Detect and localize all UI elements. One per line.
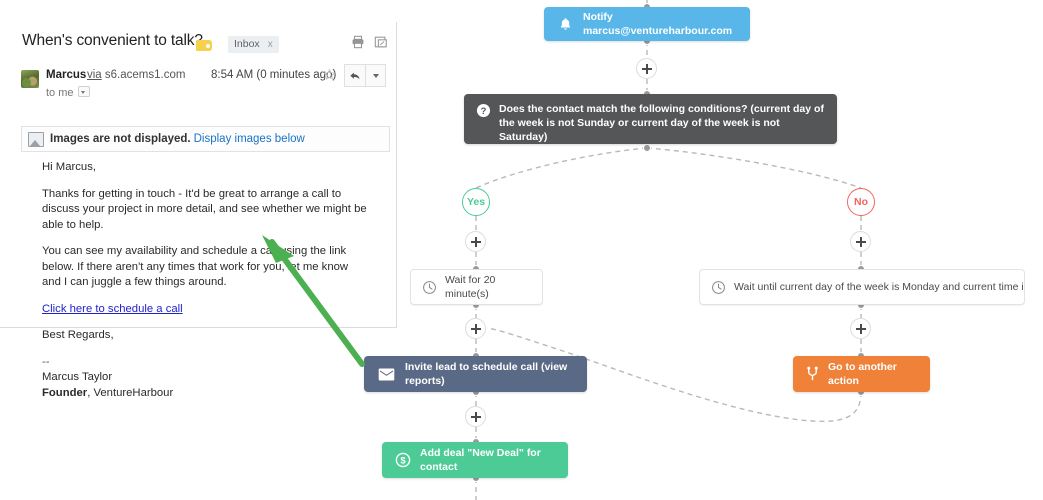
signature-dashes: -- bbox=[42, 355, 50, 368]
sender-via-domain: via s6.acems1.com bbox=[87, 69, 185, 81]
recipient-line: to me bbox=[46, 85, 90, 99]
sender-name: Marcus bbox=[46, 69, 87, 81]
sender-domain: s6.acems1.com bbox=[104, 69, 186, 81]
reply-button[interactable] bbox=[344, 64, 366, 87]
workflow-node-label: Go to another action bbox=[828, 361, 897, 387]
add-step-button[interactable] bbox=[465, 318, 486, 339]
schedule-call-link[interactable]: Click here to schedule a call bbox=[42, 302, 183, 315]
add-step-button[interactable] bbox=[465, 231, 486, 252]
via-word: via bbox=[87, 69, 102, 81]
display-images-link[interactable]: Display images below bbox=[193, 133, 305, 145]
bell-notification-icon bbox=[558, 17, 573, 32]
images-notice: Images are not displayed. bbox=[50, 133, 191, 145]
signature-role: Founder, VentureHarbour bbox=[42, 387, 173, 399]
workflow-node-label: Invite lead to schedule call (view repor… bbox=[405, 361, 568, 387]
signature-name: Marcus Taylor bbox=[42, 371, 113, 383]
add-step-button[interactable] bbox=[850, 231, 871, 252]
email-envelope-icon bbox=[378, 368, 395, 381]
body-paragraph-1: Thanks for getting in touch - It'd be gr… bbox=[42, 187, 367, 231]
workflow-node-goto[interactable]: Go to another action bbox=[793, 356, 930, 392]
label-tag-icon[interactable] bbox=[196, 40, 212, 51]
inbox-label-text: Inbox bbox=[234, 38, 260, 50]
reply-actions bbox=[344, 64, 386, 87]
body-paragraph-2: You can see my availability and schedule… bbox=[42, 245, 349, 288]
signature-company: , VentureHarbour bbox=[87, 386, 174, 399]
images-blocked-text: Images are not displayed.Display images … bbox=[50, 133, 305, 145]
star-icon[interactable] bbox=[323, 68, 336, 86]
email-timestamp: 8:54 AM (0 minutes ago) bbox=[211, 69, 337, 81]
recipient-details-toggle[interactable] bbox=[77, 86, 90, 97]
more-options-button[interactable] bbox=[366, 64, 386, 87]
email-subject: When's convenient to talk? bbox=[22, 32, 203, 49]
workflow-node-label: Wait for 20 minute(s) bbox=[445, 274, 496, 300]
image-placeholder-icon bbox=[28, 132, 44, 147]
print-icon[interactable] bbox=[351, 35, 365, 49]
email-sender-row: Marcus via s6.acems1.com to me 8:54 AM (… bbox=[0, 64, 396, 114]
clock-icon bbox=[711, 280, 726, 295]
workflow-node-wait-left[interactable]: Wait for 20 minute(s) bbox=[410, 269, 543, 305]
avatar bbox=[21, 70, 39, 88]
body-closing: Best Regards, bbox=[42, 329, 114, 341]
body-greeting: Hi Marcus, bbox=[42, 161, 96, 173]
dollar-circle-icon: $ bbox=[395, 452, 411, 468]
remove-label-icon[interactable]: x bbox=[267, 39, 273, 50]
branch-fork-icon bbox=[805, 366, 820, 382]
workflow-node-label: Does the contact match the following con… bbox=[499, 103, 824, 143]
connector-dot[interactable] bbox=[643, 144, 651, 152]
question-mark-icon: ? bbox=[476, 103, 491, 118]
svg-text:$: $ bbox=[400, 455, 406, 466]
workflow-node-wait-right[interactable]: Wait until current day of the week is Mo… bbox=[699, 269, 1025, 305]
add-step-button[interactable] bbox=[636, 58, 657, 79]
workflow-node-label: Wait until current day of the week is Mo… bbox=[734, 281, 1024, 293]
add-step-button[interactable] bbox=[850, 318, 871, 339]
branch-label-yes[interactable]: Yes bbox=[462, 188, 490, 216]
workflow-node-label: Notify marcus@ventureharbour.com bbox=[583, 11, 733, 37]
workflow-node-condition[interactable]: ? Does the contact match the following c… bbox=[464, 94, 837, 144]
workflow-node-invite[interactable]: Invite lead to schedule call (view repor… bbox=[364, 356, 587, 392]
open-in-new-window-icon[interactable] bbox=[374, 35, 388, 49]
clock-icon bbox=[422, 280, 437, 295]
signature-title: Founder bbox=[42, 386, 88, 399]
workflow-node-deal[interactable]: $ Add deal "New Deal" for contact bbox=[382, 442, 568, 478]
workflow-node-label: Add deal "New Deal" for contact bbox=[420, 447, 541, 473]
email-header-actions bbox=[351, 35, 388, 49]
email-body: Hi Marcus, Thanks for getting in touch -… bbox=[42, 160, 367, 401]
branch-label-no[interactable]: No bbox=[847, 188, 875, 216]
reply-icon bbox=[350, 72, 360, 79]
add-step-button[interactable] bbox=[465, 406, 486, 427]
recipient-text: to me bbox=[46, 87, 74, 99]
svg-text:?: ? bbox=[481, 106, 487, 116]
images-blocked-bar: Images are not displayed.Display images … bbox=[21, 126, 390, 152]
workflow-node-notify[interactable]: Notify marcus@ventureharbour.com bbox=[544, 7, 750, 41]
